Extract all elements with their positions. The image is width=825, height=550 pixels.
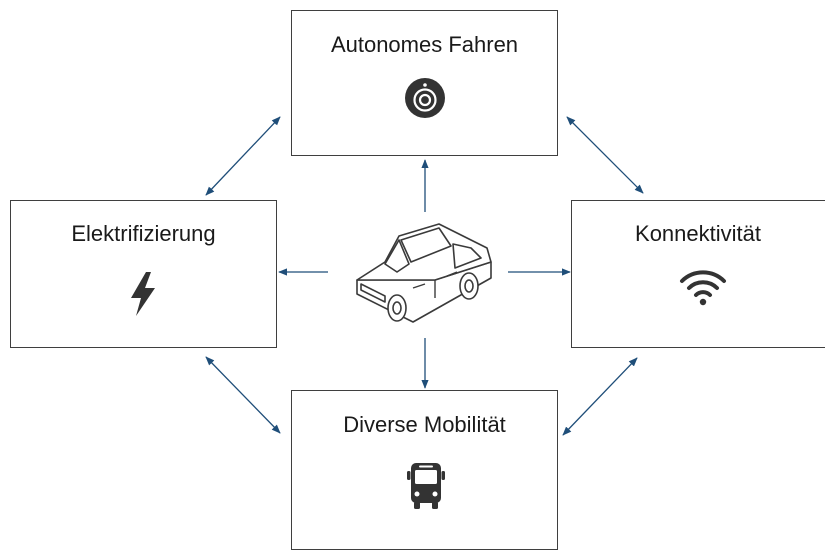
lightning-bolt-icon xyxy=(131,272,155,316)
node-label: Elektrifizierung xyxy=(71,221,216,246)
node-diverse-mobilitaet: Diverse Mobilität xyxy=(291,390,558,550)
arrow-top-right xyxy=(566,116,644,194)
arrow-right-bottom xyxy=(562,357,638,436)
node-label: Diverse Mobilität xyxy=(343,412,506,437)
camera-icon xyxy=(405,78,445,118)
car-icon xyxy=(356,223,492,323)
connector-layer xyxy=(205,116,644,436)
wifi-icon xyxy=(680,270,726,306)
arrow-left-bottom xyxy=(205,356,281,434)
node-elektrifizierung: Elektrifizierung xyxy=(10,200,277,348)
arrow-left-top xyxy=(205,116,281,196)
node-konnektivitaet: Konnektivität xyxy=(571,200,825,348)
node-label: Autonomes Fahren xyxy=(330,32,519,57)
node-label: Konnektivität xyxy=(635,221,761,246)
bus-icon xyxy=(407,463,445,509)
node-autonomes-fahren: Autonomes Fahren xyxy=(291,10,558,156)
